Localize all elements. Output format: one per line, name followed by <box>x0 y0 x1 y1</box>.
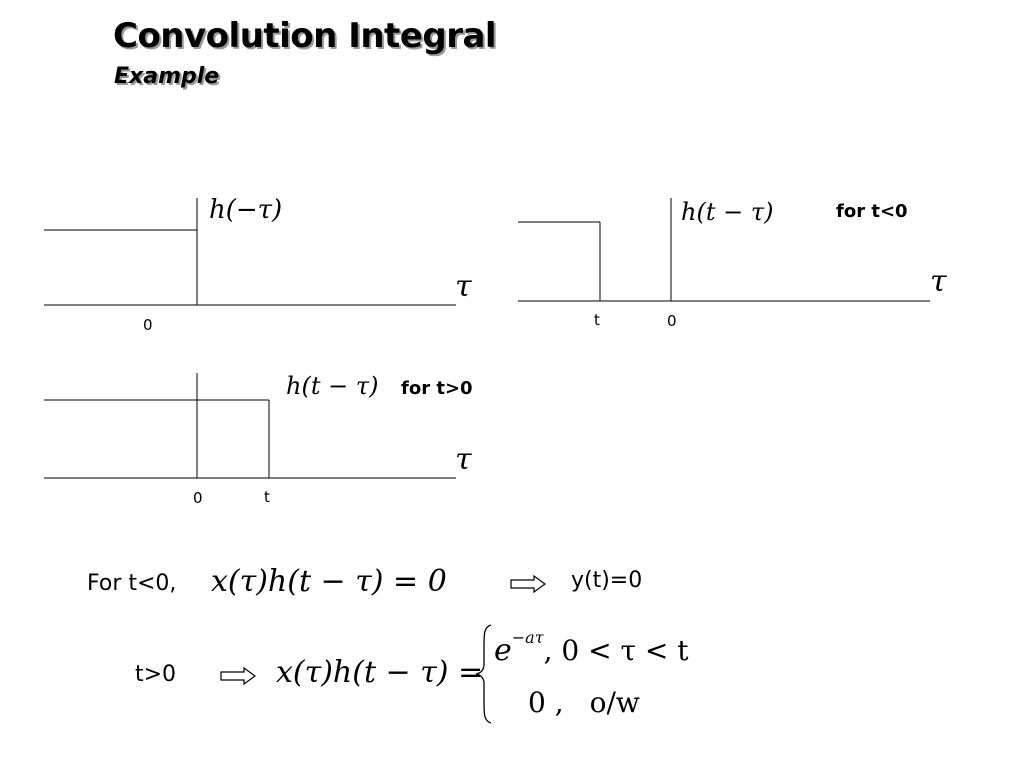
plot1-tick-zero: 0 <box>143 316 153 334</box>
implies-arrow-icon <box>510 575 546 593</box>
plot1-func-label: h(−τ) <box>209 195 282 225</box>
case1-prefix: For t<0, <box>87 571 177 596</box>
plot3-func-label: h(t − τ) <box>286 372 378 400</box>
case1-equation-text: x(τ)h(t − τ) = 0 <box>211 564 447 599</box>
plot2-tick-t: t <box>594 311 600 329</box>
plot2-condition: for t<0 <box>836 201 908 222</box>
case2-branch1-expr: e <box>494 633 512 668</box>
left-brace-icon <box>475 624 492 724</box>
plot3-tick-zero: 0 <box>193 489 203 507</box>
slide-subtitle: Example <box>114 64 220 89</box>
implies-arrow-icon <box>220 667 256 685</box>
plot2-tick-zero: 0 <box>667 312 677 330</box>
plot3-tau-label: τ <box>455 442 472 477</box>
case2-equation: x(τ)h(t − τ) = <box>276 655 483 690</box>
case2-branch2-expr: 0 , <box>528 686 564 719</box>
plot3-condition: for t>0 <box>401 378 473 399</box>
case2-branch2: 0 , o/w <box>528 686 640 719</box>
case2-branch1: e−aτ, 0 < τ < t <box>494 628 689 668</box>
case1-equation: x(τ)h(t − τ) = 0 <box>211 564 447 599</box>
plot2-tau-label: τ <box>930 264 947 299</box>
case1-result: y(t)=0 <box>571 568 643 593</box>
case2-prefix: t>0 <box>135 662 177 687</box>
plot2-func-label: h(t − τ) <box>681 198 773 226</box>
case2-branch1-condition: , 0 < τ < t <box>543 634 689 667</box>
case2-branch1-exponent: −aτ <box>511 628 544 647</box>
slide-title: Convolution Integral <box>113 16 497 56</box>
case2-equation-text: x(τ)h(t − τ) = <box>276 655 484 690</box>
plot1-tau-label: τ <box>455 269 472 304</box>
plot3-tick-t: t <box>264 488 270 506</box>
case2-branch2-condition: o/w <box>589 686 640 719</box>
